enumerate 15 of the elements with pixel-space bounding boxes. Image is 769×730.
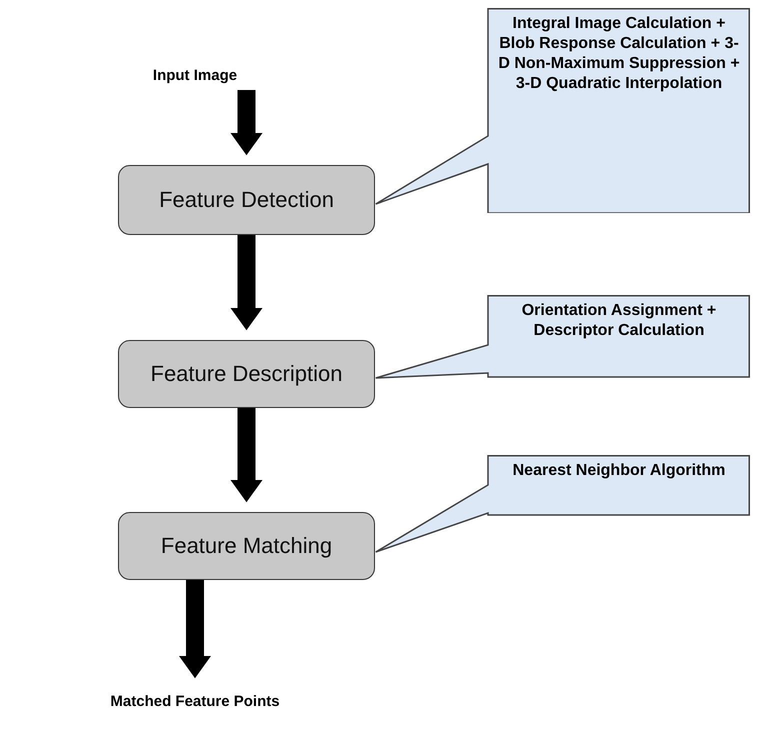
callout-text: Nearest Neighbor Algorithm	[512, 461, 726, 481]
arrow	[230, 90, 262, 156]
node-label: Matched Feature Points	[110, 692, 280, 710]
node-label: Input Image	[152, 66, 238, 84]
box-label: Feature Detection	[159, 187, 334, 213]
callout-text: Orientation Assignment + Descriptor Calculation	[520, 301, 718, 341]
arrow	[179, 580, 211, 678]
callout-text: Integral Image Calculation + Blob Response Calculation + 3-D Non-Maximum Suppression + 3-D Quadratic Interpolation	[497, 14, 741, 94]
box-label: Feature Matching	[160, 533, 332, 559]
arrow	[230, 235, 262, 330]
box-label: Feature Description	[150, 361, 342, 387]
process-box	[118, 512, 375, 580]
process-box	[118, 165, 375, 235]
process-box	[118, 340, 375, 408]
arrow	[230, 408, 262, 502]
